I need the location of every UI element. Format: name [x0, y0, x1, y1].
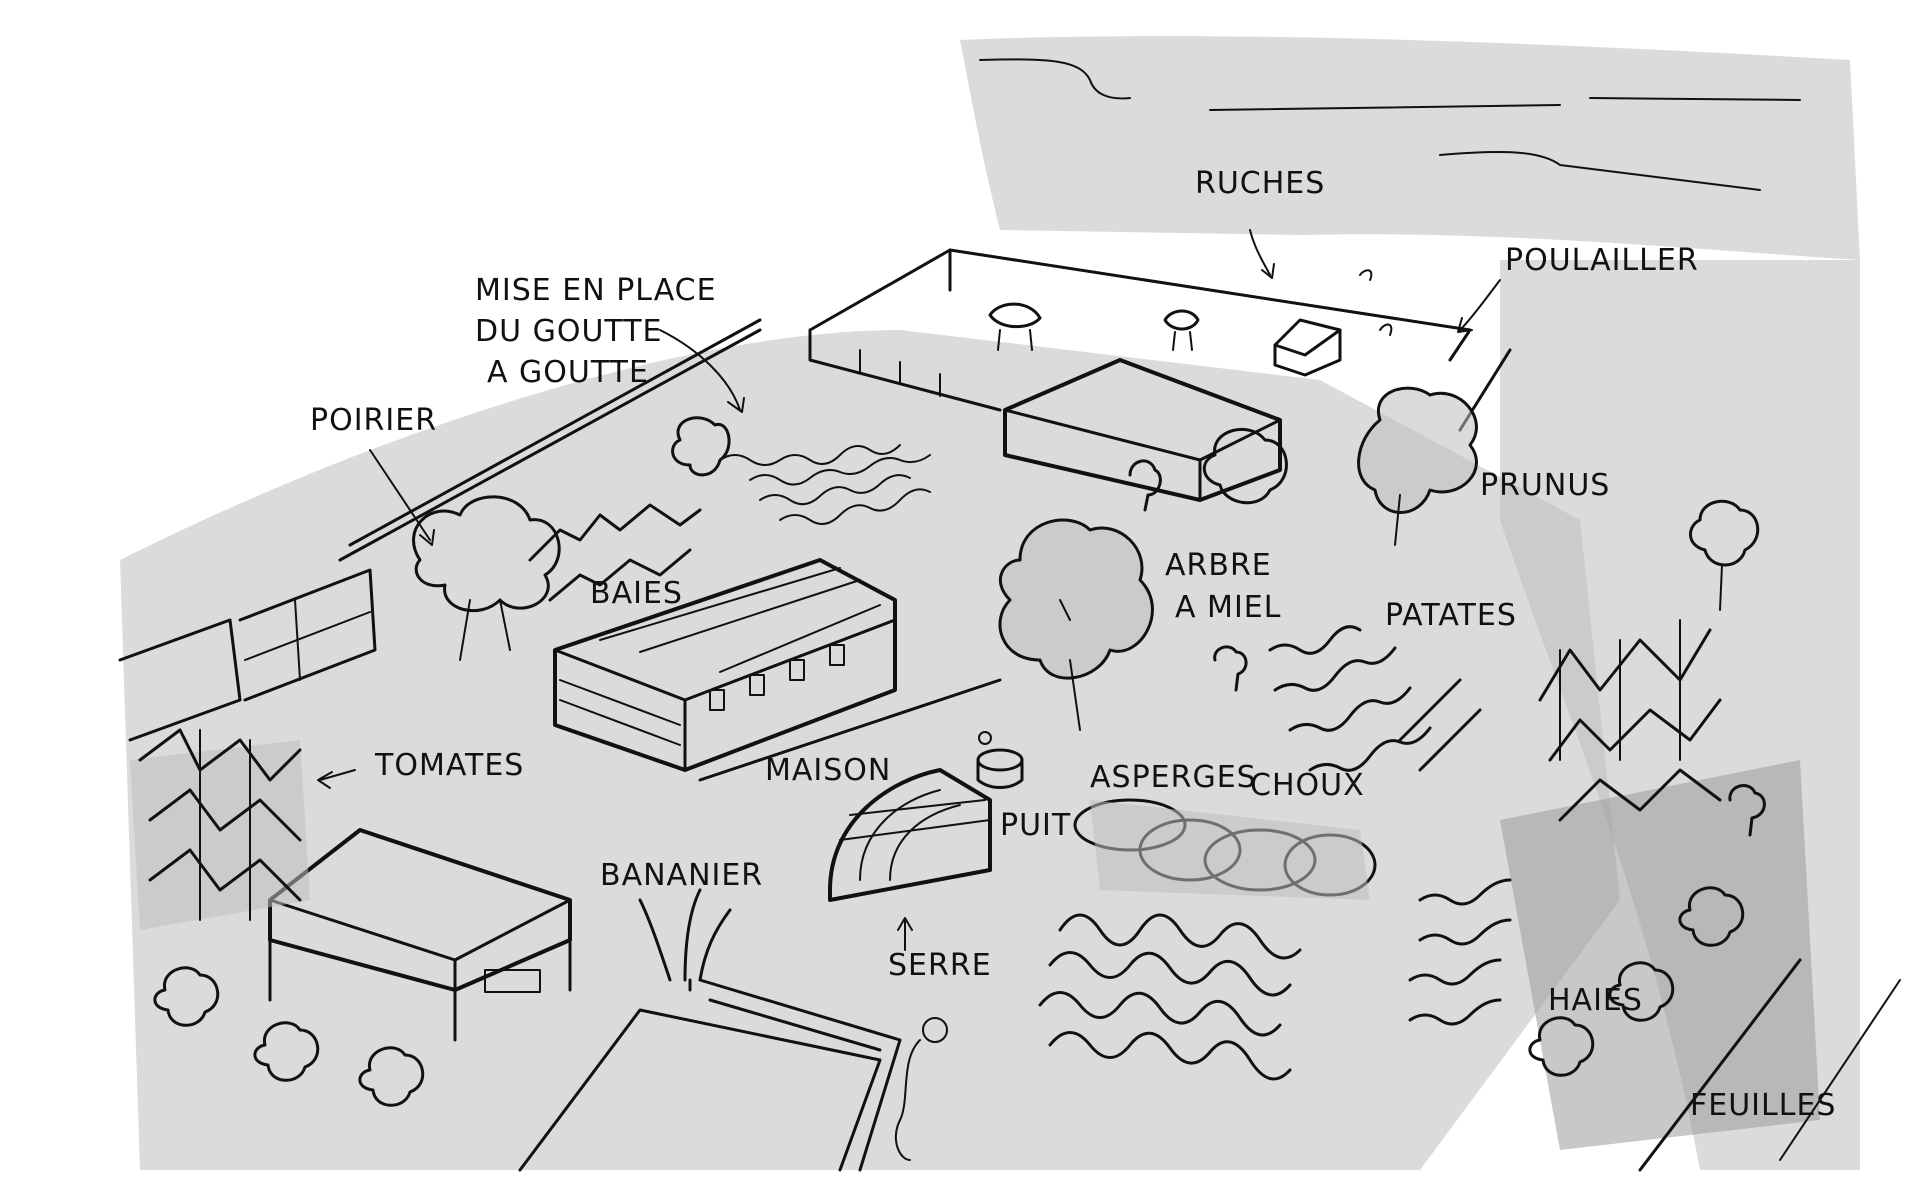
- beehive-icon: [988, 302, 1200, 351]
- shed-icon: [1003, 358, 1282, 502]
- label-goutte-line1: MISE EN PLACE: [475, 273, 717, 308]
- label-bananier: BANANIER: [600, 858, 764, 893]
- greenhouse-icon: [828, 768, 992, 902]
- house-icon: [553, 558, 1002, 782]
- label-arbre-line2: A MIEL: [1175, 590, 1282, 625]
- label-choux: CHOUX: [1250, 768, 1365, 803]
- label-feuilles: FEUILLES: [1690, 1088, 1837, 1123]
- banana-plant: [638, 888, 732, 992]
- label-prunus: PRUNUS: [1480, 468, 1611, 503]
- well-icon: [976, 731, 1024, 789]
- chicken-coop-icon: [1273, 269, 1393, 377]
- label-baies: BAIES: [590, 576, 683, 611]
- label-puit: PUIT: [1000, 808, 1072, 843]
- tomato-plants: [130, 728, 310, 930]
- barn-icon: [268, 828, 572, 1042]
- label-goutte-line3: A GOUTTE: [487, 355, 649, 390]
- vegetable-rows: [1038, 798, 1377, 1081]
- label-haies: HAIES: [1548, 983, 1643, 1018]
- annotation-arrows: [317, 229, 1501, 951]
- orchard-rows: [1408, 619, 1722, 1026]
- plant-row-icon: [719, 444, 931, 525]
- garden-plot: [518, 978, 948, 1172]
- label-tomates: TOMATES: [375, 748, 525, 783]
- gate-icon: [118, 318, 762, 742]
- label-maison: MAISON: [765, 753, 892, 788]
- tree-icon: [153, 386, 1766, 1107]
- boundary: [1638, 958, 1901, 1172]
- sky-strokes: [979, 58, 1801, 191]
- label-poirier: POIRIER: [310, 403, 438, 438]
- label-goutte-line2: DU GOUTTE: [475, 314, 663, 349]
- label-arbre-line1: ARBRE: [1165, 548, 1272, 583]
- label-asperges: ASPERGES: [1090, 760, 1257, 795]
- label-poulailler: POULAILLER: [1505, 243, 1699, 278]
- label-serre: SERRE: [888, 948, 992, 983]
- potato-rows: [1268, 625, 1482, 772]
- label-ruches: RUCHES: [1195, 166, 1326, 201]
- background-shading: [120, 36, 1860, 1170]
- label-patates: PATATES: [1385, 598, 1517, 633]
